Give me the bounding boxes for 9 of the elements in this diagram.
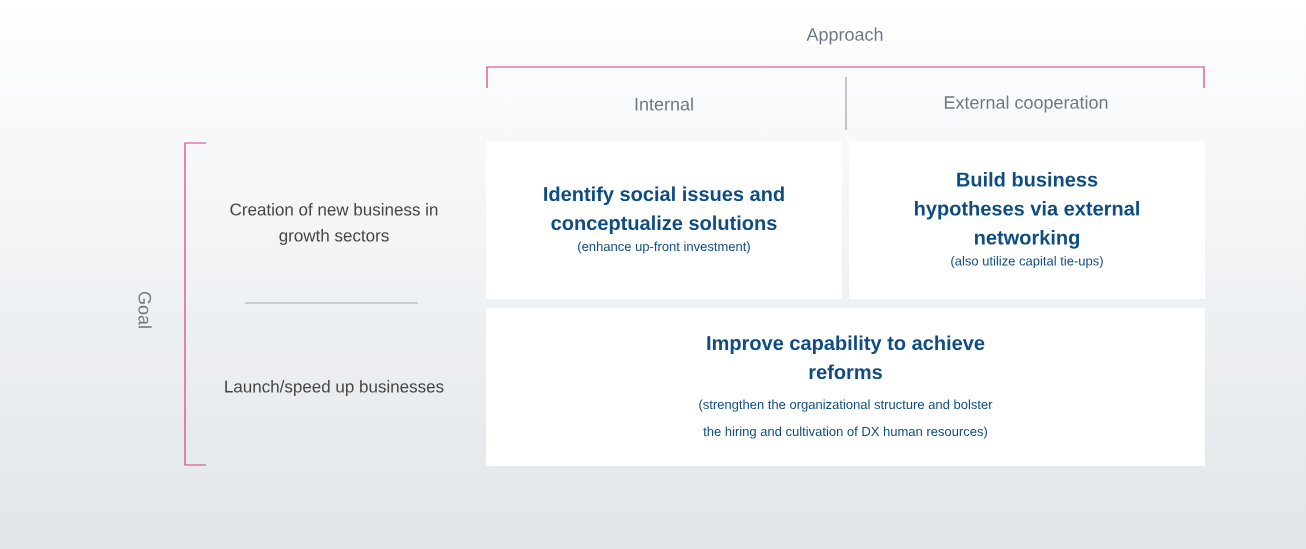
row-label: Launch/speed up businesses [225,380,444,396]
text-box: Improve capability to achieve reforms (strengthen the organizational structure and bolster the hiring and cultivation of DX human resources) [486,308,1205,466]
text-box: Build business hypotheses via external networking (also utilize capital tie-ups) [849,141,1205,299]
axis-heading: Approach [806,27,883,45]
row-label: Creation of new business in growth sectors [230,203,438,245]
column-heading: External cooperation [944,95,1108,113]
column-heading: Internal [635,97,693,111]
axis-heading: Goal [138,291,152,328]
text-box: Identify social issues and conceptualize solutions (enhance up-front investment) [486,141,842,299]
